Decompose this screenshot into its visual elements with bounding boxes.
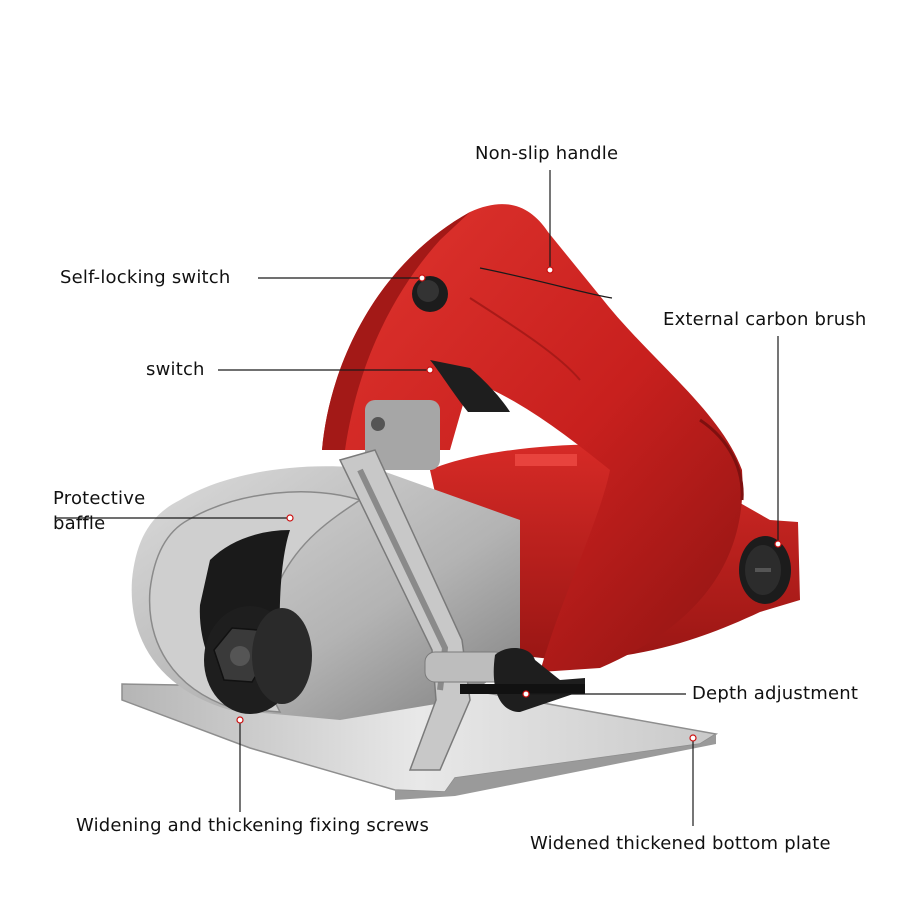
label-protective-baffle-line1: Protective <box>53 488 146 509</box>
label-fixing-screws: Widening and thickening fixing screws <box>76 815 430 836</box>
switch-parts <box>412 276 510 412</box>
label-bottom-plate: Widened thickened bottom plate <box>530 833 831 854</box>
label-protective-baffle-line2: baffle <box>53 513 106 534</box>
arbor-nut <box>204 606 312 714</box>
label-depth-adjustment: Depth adjustment <box>692 683 859 704</box>
label-switch: switch <box>146 359 205 380</box>
label-external-carbon-brush: External carbon brush <box>663 309 867 330</box>
carbon-brush-cap <box>739 536 791 604</box>
label-non-slip-handle: Non-slip handle <box>475 143 619 164</box>
handle-and-shield <box>322 204 744 672</box>
callout-markers <box>236 266 782 742</box>
leader-lines <box>55 170 779 826</box>
label-self-locking-switch: Self-locking switch <box>60 267 231 288</box>
depth-bracket <box>338 449 585 771</box>
